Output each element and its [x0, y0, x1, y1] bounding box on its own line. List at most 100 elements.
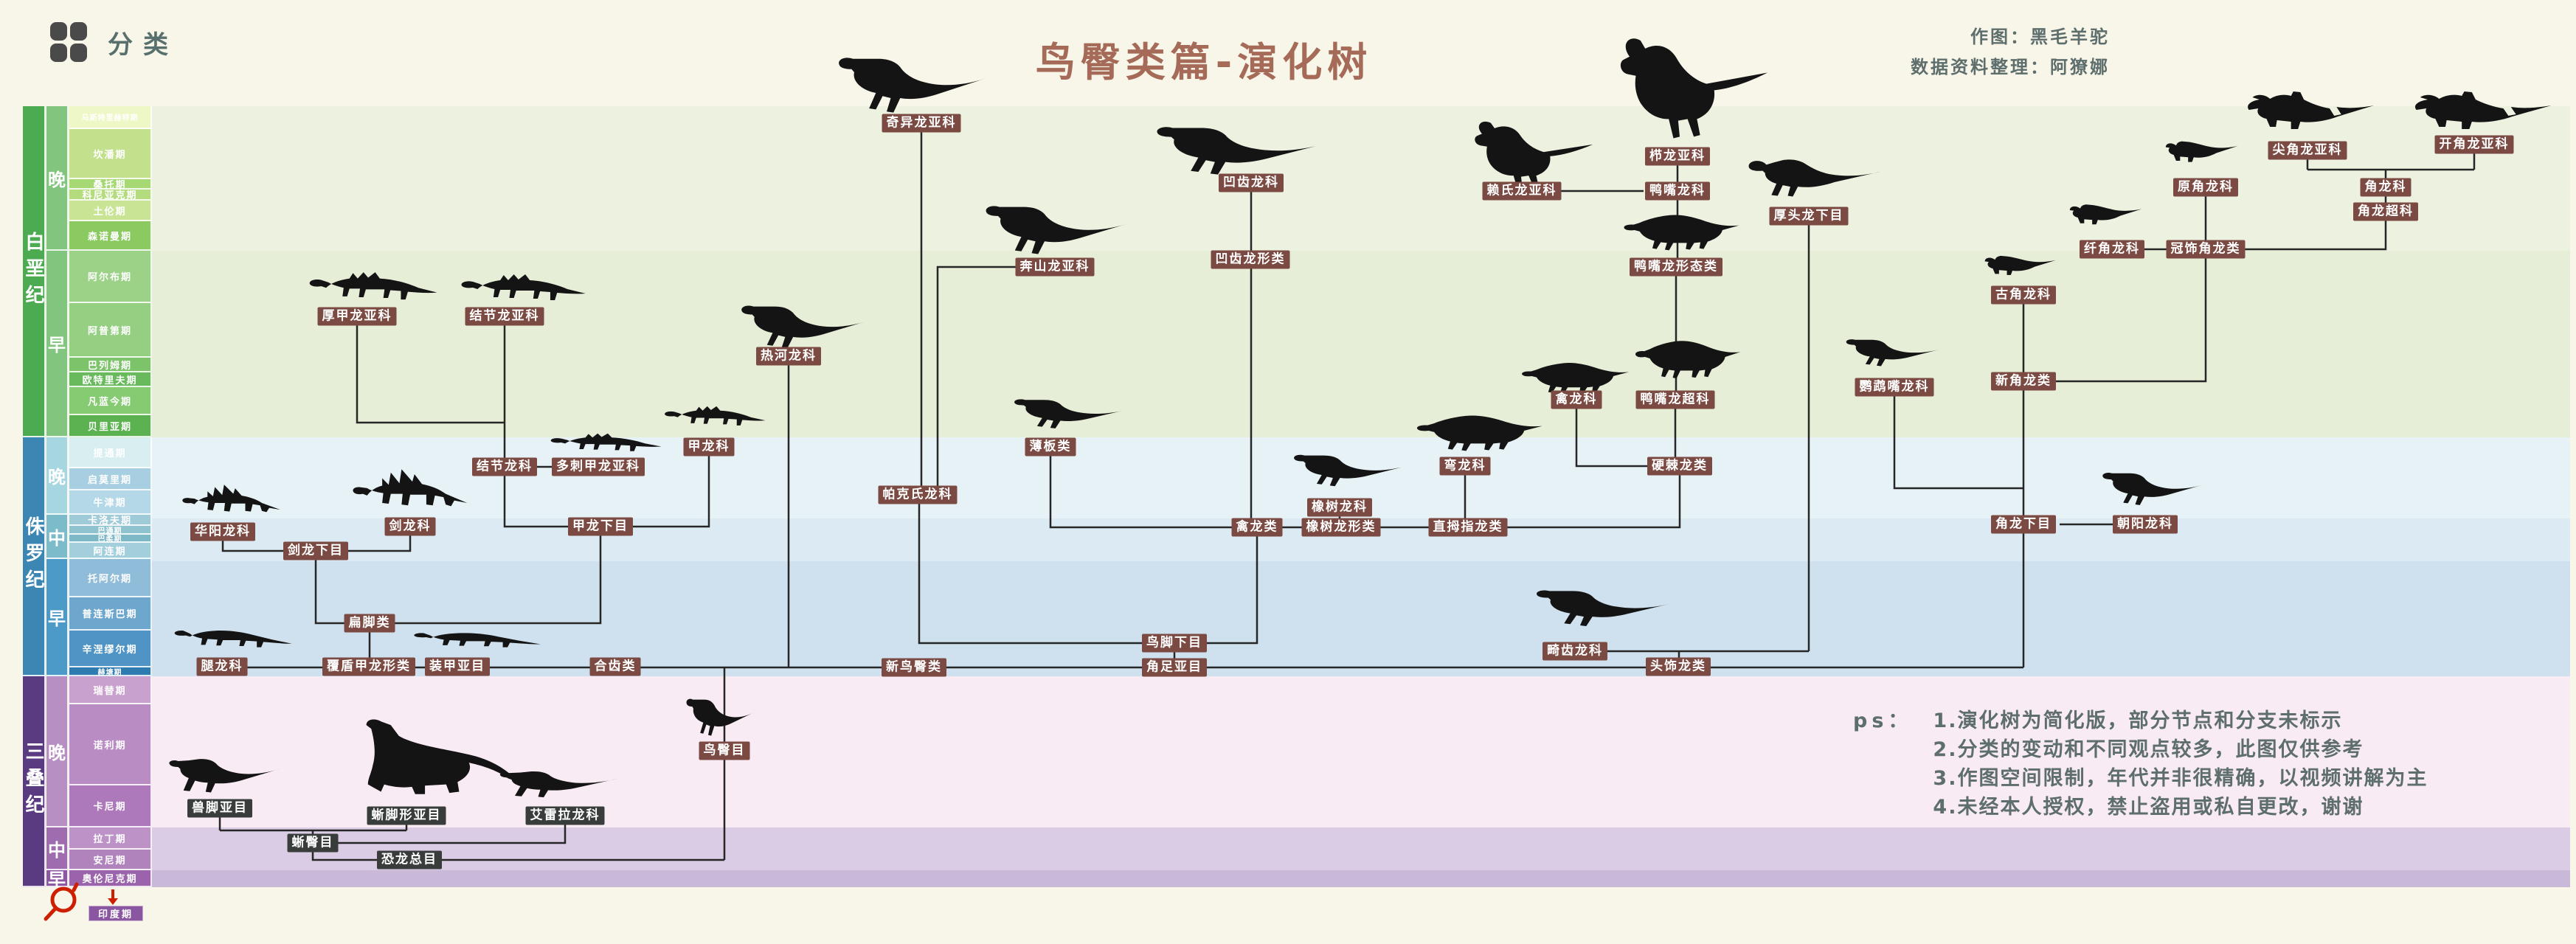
era-白垩纪: 白垩纪	[22, 106, 46, 437]
period-科尼亚克期: 科尼亚克期	[69, 190, 152, 201]
clade-label-ankylosauria: 甲龙下目	[568, 517, 633, 536]
epoch-白垩纪-晚: 晚	[46, 106, 69, 251]
period-巴柔期: 巴柔期	[69, 535, 152, 544]
clade-label-struthiosaurinae: 厚甲龙亚科	[317, 307, 397, 326]
tree-edge-17	[1205, 536, 1258, 645]
clade-label-leptoceratopsidae: 纤角龙科	[2080, 240, 2144, 259]
era-侏罗纪: 侏罗纪	[22, 437, 46, 676]
clade-label-coronosauria: 冠饰角龙类	[2166, 240, 2246, 259]
clade-label-styracosterna: 硬棘龙类	[1647, 457, 1712, 476]
grid-icon	[50, 22, 87, 62]
period-普连斯巴期: 普连斯巴期	[69, 597, 152, 631]
clade-label-lambeosaurinae: 赖氏龙亚科	[1482, 181, 1562, 201]
period-卡洛夫期: 卡洛夫期	[69, 515, 152, 527]
clade-label-stegosauria: 剑龙下目	[283, 541, 348, 560]
epoch-三叠纪-晚: 晚	[46, 676, 69, 827]
clade-label-centrosaurinae: 尖角龙亚科	[2268, 141, 2347, 160]
tree-edge-38	[2052, 258, 2207, 383]
clade-label-archaeoceratopsidae: 古角龙科	[1991, 285, 2056, 305]
clade-label-jeholosauridae: 热河龙科	[756, 347, 821, 366]
strat-band-7	[152, 870, 2570, 887]
period-凡蓝今期: 凡蓝今期	[69, 387, 152, 415]
epoch-白垩纪-早: 早	[46, 251, 69, 437]
tree-edge-53	[334, 825, 567, 844]
clade-label-stegosauridae: 剑龙科	[384, 517, 436, 536]
tree-edge-23	[1507, 475, 1681, 529]
epoch-三叠纪-早: 早	[46, 870, 69, 890]
period-阿尔布期: 阿尔布期	[69, 251, 152, 303]
period-森诺曼期: 森诺曼期	[69, 221, 152, 251]
ps-notes-prefix: ps：	[1853, 709, 1913, 732]
clade-label-ankylopollexia: 直拇指龙类	[1428, 518, 1508, 537]
credit-data: 数据资料整理：阿獠娜	[1911, 57, 2110, 77]
clade-label-huayangosauridae: 华阳龙科	[190, 522, 255, 541]
period-马斯特里赫特期: 马斯特里赫特期	[69, 106, 152, 129]
clade-label-hadrosauridae: 鸭嘴龙科	[1645, 181, 1710, 201]
period-卡尼期: 卡尼期	[69, 785, 152, 827]
clade-label-theropoda: 兽脚亚目	[187, 799, 252, 818]
strat-band-6	[152, 827, 2570, 870]
clade-label-genasauria: 合齿类	[589, 657, 641, 676]
clade-label-sauropodomorpha: 蜥脚形亚目	[367, 806, 446, 825]
ps-note-4: 4.未经本人授权，禁止盗用或私自更改，谢谢	[1933, 796, 2364, 819]
clade-label-scelidosauridae: 腿龙科	[196, 657, 248, 676]
period-安尼期: 安尼期	[69, 850, 152, 870]
tree-edge-54	[311, 852, 378, 861]
period-土伦期: 土伦期	[69, 201, 152, 221]
tree-edge-5	[391, 535, 602, 625]
clade-label-dryomorpha: 橡树龙形类	[1301, 518, 1381, 537]
tree-edge-0	[356, 325, 505, 424]
clade-label-herrerasauridae: 艾雷拉龙科	[525, 806, 605, 825]
clade-label-thyreophoroidea: 覆盾甲龙形类	[322, 657, 415, 676]
clade-label-iguanodontia: 禽龙类	[1231, 518, 1283, 537]
credits: 作图：黑毛羊驼 数据资料整理：阿獠娜	[1767, 22, 2110, 83]
period-辛涅缪尔期: 辛涅缪尔期	[69, 631, 152, 667]
clade-label-orodrominae: 奔山龙亚科	[1015, 257, 1095, 277]
clade-label-dinosauria: 恐龙总目	[377, 850, 442, 870]
clade-label-chasmosaurinae: 开角龙亚科	[2434, 135, 2514, 154]
tree-edge-34	[1893, 396, 2023, 490]
clade-label-marginocephalia: 头饰龙类	[1646, 657, 1711, 676]
period-阿连期: 阿连期	[69, 543, 152, 559]
clade-label-heterodontosauridae: 畸齿龙科	[1543, 642, 1607, 661]
period-瑞替期: 瑞替期	[69, 676, 152, 704]
clade-label-ceratopsia: 角龙下目	[1991, 515, 2056, 534]
strat-band-1	[152, 251, 2570, 437]
tree-edge-3	[503, 476, 570, 528]
period-巴列姆期: 巴列姆期	[69, 358, 152, 372]
period-巴通期: 巴通期	[69, 526, 152, 535]
tree-edge-4	[631, 456, 710, 528]
clade-label-rhabdodontidae: 凹齿龙科	[1219, 173, 1284, 192]
clade-label-psittacosauridae: 鹦鹉嘴龙科	[1855, 378, 1934, 397]
period-贝里亚期: 贝里亚期	[69, 415, 152, 437]
clade-label-nodosauridae: 结节龙科	[472, 457, 537, 476]
period-欧特里夫期: 欧特里夫期	[69, 372, 152, 387]
clade-label-thescelosaurinae: 奇异龙亚科	[882, 114, 961, 133]
magnifier-icon	[44, 882, 79, 921]
credit-author: 作图：黑毛羊驼	[1970, 27, 2110, 47]
epoch-侏罗纪-中: 中	[46, 515, 69, 559]
induan-period-box: 印度期	[89, 906, 143, 921]
tree-edge-8	[314, 559, 348, 625]
era-三叠纪: 三叠纪	[22, 676, 46, 887]
clade-label-hadrosauroidea: 鸭嘴龙超科	[1635, 390, 1715, 409]
clade-label-camptosauridae: 弯龙科	[1439, 457, 1491, 476]
strat-band-0	[152, 106, 2570, 251]
tree-edge-6	[221, 541, 285, 552]
categories-label: 分类	[108, 30, 179, 60]
period-阿普第期: 阿普第期	[69, 303, 152, 358]
ps-note-3: 3.作图空间限制，年代并非很精确，以视频讲解为主	[1933, 767, 2428, 790]
clade-label-saurolophinae: 栉龙亚科	[1645, 147, 1710, 166]
period-拉丁期: 拉丁期	[69, 827, 152, 850]
ps-note-2: 2.分类的变动和不同观点较多，此图仅供参考	[1933, 738, 2364, 761]
clade-label-dryosauridae: 橡树龙科	[1307, 498, 1372, 517]
clade-label-parksosauridae: 帕克氏龙科	[878, 485, 958, 504]
period-启莫里期: 启莫里期	[69, 468, 152, 490]
period-托阿尔期: 托阿尔期	[69, 559, 152, 597]
tree-edge-40	[2244, 221, 2387, 251]
period-赫塘期: 赫塘期	[69, 667, 152, 677]
tree-edge-18	[1049, 456, 1236, 529]
down-arrow-icon	[108, 889, 118, 905]
